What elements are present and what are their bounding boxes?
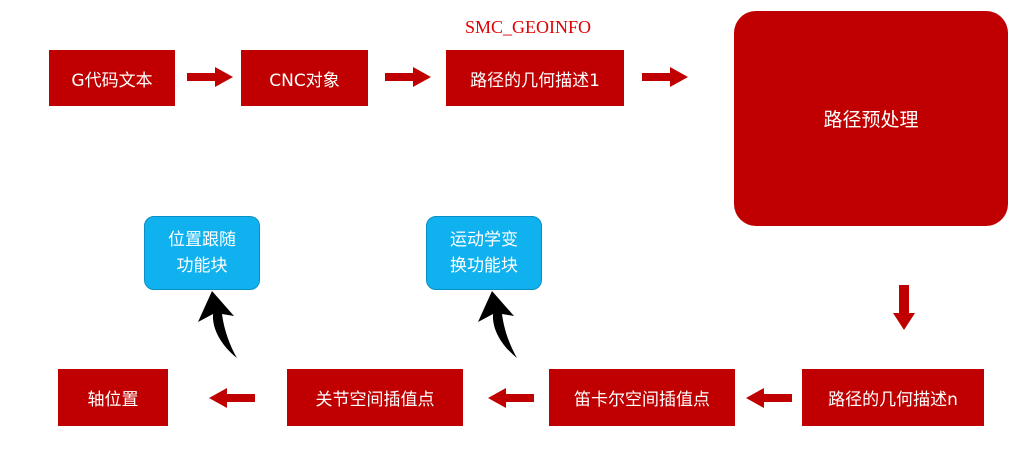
arrow-cartesian-to-joint xyxy=(488,388,534,408)
gcode-text-node: G代码文本 xyxy=(49,50,175,106)
joint-space-interpolation-node: 关节空间插值点 xyxy=(287,369,463,426)
position-tracking-line2: 功能块 xyxy=(176,256,228,276)
position-tracking-line1: 位置跟随 xyxy=(168,230,236,250)
arrow-pathn-to-cartesian xyxy=(746,388,792,408)
path-geometry-n-node: 路径的几何描述n xyxy=(802,369,984,426)
axis-position-node: 轴位置 xyxy=(58,369,168,426)
path-preprocess-node: 路径预处理 xyxy=(734,11,1008,226)
arrow-preprocess-to-pathn xyxy=(893,285,915,330)
curved-arrow-to-kinematics xyxy=(478,291,517,358)
cnc-object-node: CNC对象 xyxy=(241,50,368,106)
kinematics-function-block: 运动学变 换功能块 xyxy=(426,216,542,290)
kinematics-line1: 运动学变 xyxy=(450,230,518,250)
arrow-cnc-to-path1 xyxy=(385,67,431,87)
arrow-gcode-to-cnc xyxy=(187,67,233,87)
arrow-joint-to-axis xyxy=(209,388,255,408)
path-geometry-1-node: 路径的几何描述1 xyxy=(446,50,624,106)
kinematics-line2: 换功能块 xyxy=(450,256,518,276)
arrow-path1-to-preprocess xyxy=(642,67,688,87)
curved-arrow-to-position-tracking xyxy=(198,291,237,358)
smc-geoinfo-annotation: SMC_GEOINFO xyxy=(465,17,592,37)
position-tracking-function-block: 位置跟随 功能块 xyxy=(144,216,260,290)
cartesian-space-interpolation-node: 笛卡尔空间插值点 xyxy=(549,369,735,426)
